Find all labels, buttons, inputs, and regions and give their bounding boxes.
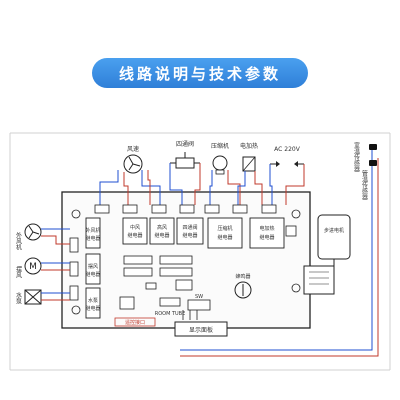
mount-hole <box>291 283 301 293</box>
relay-4-sub: 继电器 <box>217 234 232 241</box>
room-sensor-label: 室温传感器 <box>353 141 360 173</box>
sw-label: SW <box>195 294 203 300</box>
left-relay-1: 外风机 继电器 <box>85 217 101 249</box>
left-relay-3-sub: 继电器 <box>85 305 100 312</box>
swing-device: M 摆风 <box>15 257 42 279</box>
sw-connector: SW <box>187 294 211 311</box>
remote-label: 遥控接口 <box>125 319 145 326</box>
left-relay-2-label: 摆风 <box>88 263 98 270</box>
four-way-valve-device: 四通阀 <box>170 140 200 169</box>
title-text: 线路说明与技术参数 <box>118 64 281 83</box>
water-pump-device: 水泵 <box>15 289 42 305</box>
page-title: 线路说明与技术参数 <box>92 58 308 88</box>
electric-heater-label: 电加热 <box>240 142 258 150</box>
outdoor-fan-device: 外风机 <box>15 223 42 251</box>
display-label: 显示面板 <box>189 326 213 334</box>
outdoor-fan-label: 外风机 <box>15 231 22 251</box>
sensor-probes <box>369 144 377 166</box>
right-sensor-wiring <box>180 150 379 357</box>
mount-hole <box>71 305 81 315</box>
svg-text:M: M <box>29 262 37 272</box>
swing-label: 摆风 <box>15 265 22 279</box>
tube-sensor-label: 管温传感器 <box>361 169 368 201</box>
mount-hole <box>291 209 301 219</box>
relay-3-sub: 继电器 <box>182 232 197 239</box>
left-relay-1-label: 外风机 <box>85 227 100 234</box>
fan-speed-label: 风速 <box>127 146 139 153</box>
compressor-device: 压缩机 <box>211 142 229 175</box>
relay-1-sub: 继电器 <box>127 232 142 239</box>
relay-1: 中风 继电器 <box>122 217 148 245</box>
mount-hole <box>71 209 81 219</box>
ac-input-device: AC 220V <box>270 146 304 167</box>
room-tube-connector: ROOM TUBE <box>155 297 186 317</box>
ac-input-label: AC 220V <box>274 146 301 153</box>
relay-3-label: 四通阀 <box>182 224 197 231</box>
buzzer: 蜂鸣器 <box>234 273 252 299</box>
relay-5-label: 电加热 <box>259 225 274 232</box>
remote-connector: 遥控接口 <box>114 296 156 327</box>
relay-1-label: 中风 <box>130 224 140 231</box>
left-terminals <box>69 237 79 301</box>
buzzer-label: 蜂鸣器 <box>235 273 250 280</box>
relay-4: 压缩机 继电器 <box>207 217 243 249</box>
four-way-valve-label: 四通阀 <box>176 140 194 148</box>
top-terminals <box>94 204 277 214</box>
top-wiring <box>99 163 305 210</box>
relay-5-sub: 继电器 <box>259 234 274 241</box>
left-relay-1-sub: 继电器 <box>85 235 100 242</box>
left-relay-2: 摆风 继电器 <box>85 253 101 285</box>
stepper-motor: 步进电机 <box>285 214 351 295</box>
room-tube-label: ROOM TUBE <box>155 311 186 317</box>
left-relay-3-label: 水泵 <box>88 297 98 304</box>
ic-chips <box>123 255 193 291</box>
relay-2: 高风 继电器 <box>149 217 175 245</box>
relay-2-sub: 继电器 <box>154 232 169 239</box>
relay-3: 四通阀 继电器 <box>176 217 204 245</box>
left-relay-3: 水泵 继电器 <box>85 287 101 319</box>
relay-4-label: 压缩机 <box>217 225 232 232</box>
compressor-label: 压缩机 <box>211 142 229 150</box>
fan-speed-device: 风速 <box>123 146 143 174</box>
water-pump-label: 水泵 <box>15 291 22 304</box>
left-wiring <box>41 228 70 301</box>
motor-label: 步进电机 <box>324 227 344 234</box>
left-relay-2-sub: 继电器 <box>85 271 100 278</box>
relay-2-label: 高风 <box>157 224 167 231</box>
electric-heater-device: 电加热 <box>240 142 258 172</box>
relay-5: 电加热 继电器 <box>249 217 285 249</box>
display-panel: 显示面板 <box>174 310 228 337</box>
